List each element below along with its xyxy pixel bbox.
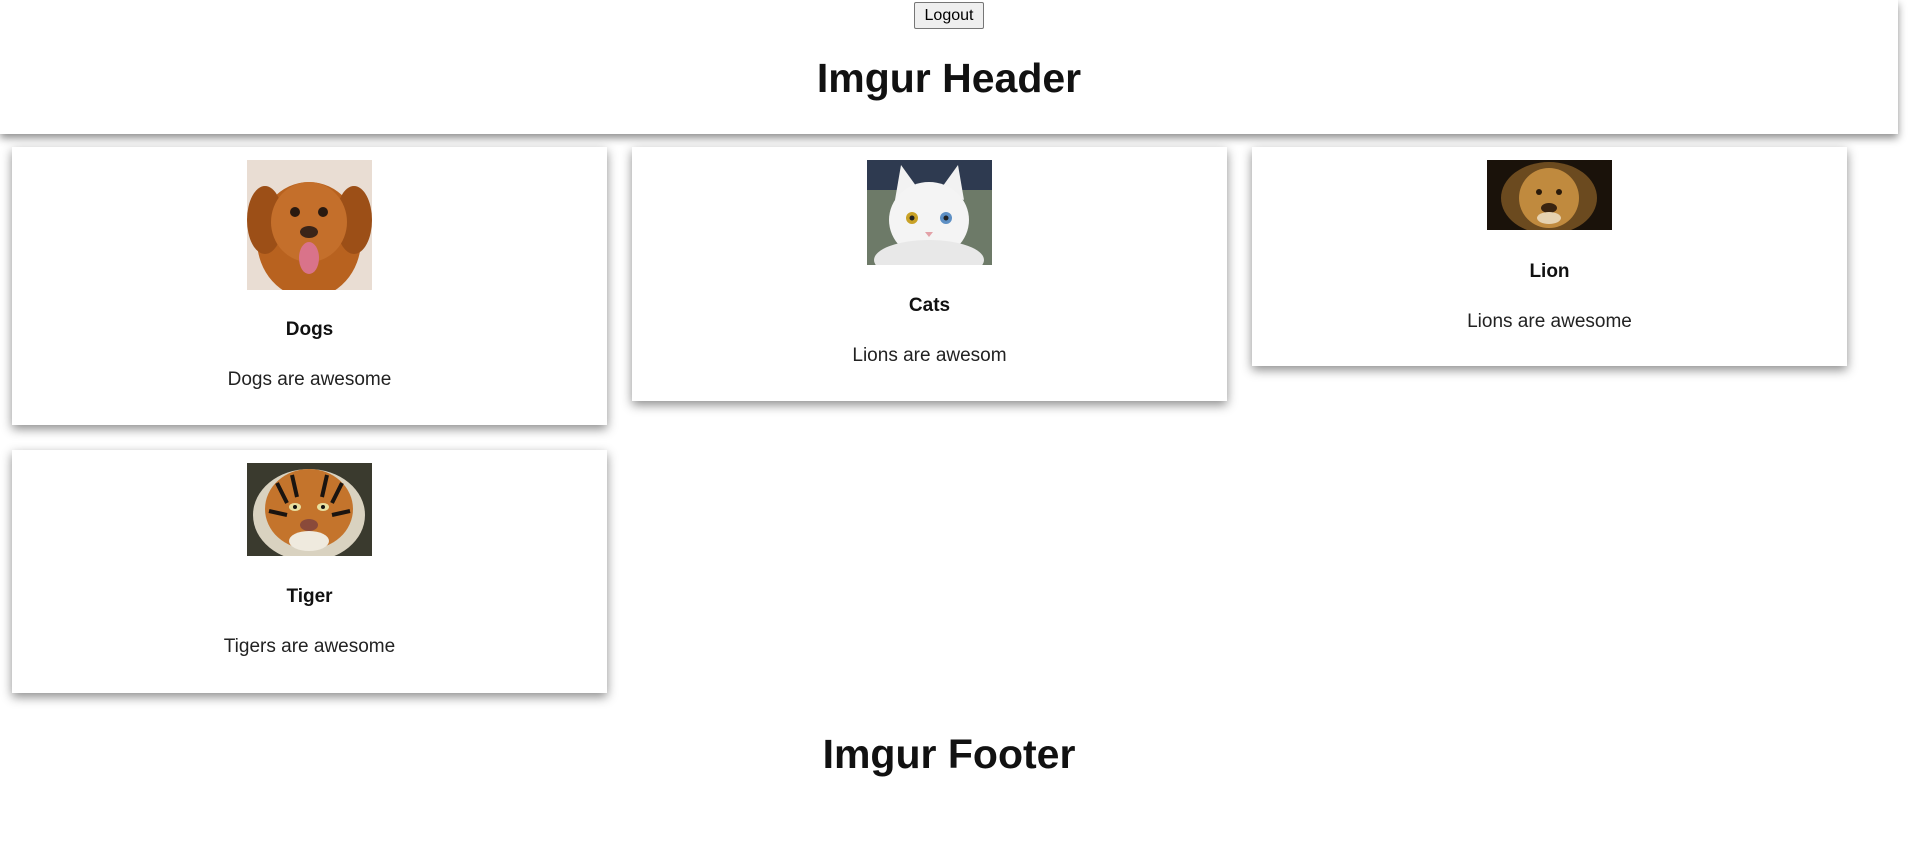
card-description: Dogs are awesome (227, 369, 392, 390)
card-dogs: Dogs Dogs are awesome (12, 147, 607, 425)
header-title: Imgur Header (816, 55, 1082, 101)
card-lion: Lion Lions are awesome (1252, 147, 1847, 366)
card-tiger: Tiger Tigers are awesome (12, 450, 607, 693)
lion-image (1487, 160, 1612, 230)
card-cats: Cats Lions are awesom (632, 147, 1227, 401)
card-title: Lion (1529, 261, 1570, 282)
cat-image (867, 160, 992, 265)
card-description: Lions are awesome (1467, 311, 1632, 332)
card-description: Lions are awesom (852, 345, 1007, 366)
logout-button[interactable]: Logout (914, 2, 984, 29)
card-title: Cats (908, 295, 951, 316)
page-header: Logout Imgur Header (0, 0, 1898, 134)
footer-title: Imgur Footer (822, 731, 1076, 777)
dog-image (247, 160, 372, 290)
card-title: Tiger (286, 586, 333, 607)
card-description: Tigers are awesome (223, 636, 396, 657)
card-title: Dogs (285, 319, 334, 340)
tiger-image (247, 463, 372, 556)
